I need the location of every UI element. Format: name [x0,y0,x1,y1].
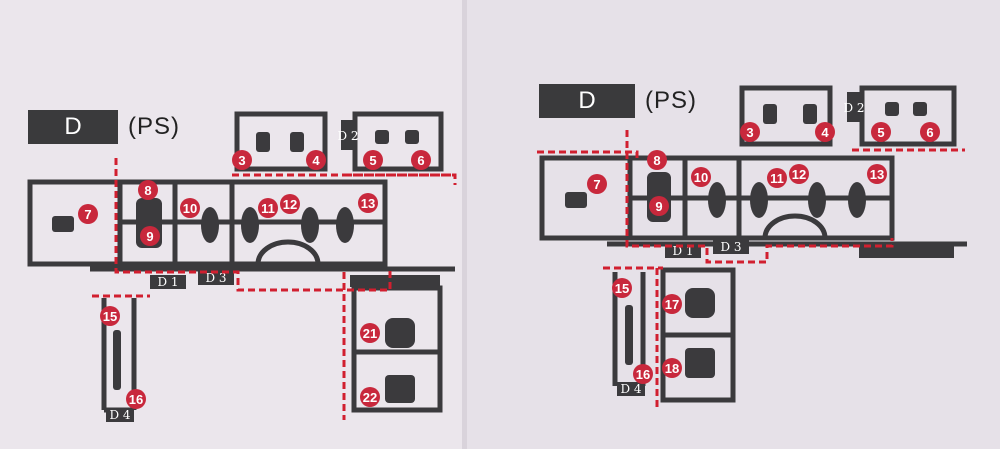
callout: 11 [261,201,275,216]
callout: 3 [238,153,245,168]
runner-arc [255,239,321,265]
callout: 11 [770,171,784,186]
sprue-letter-box: D [28,110,118,144]
runner-arc [762,213,828,239]
callout: 10 [183,201,197,216]
tag-d4: D 4 [109,408,130,422]
parts [52,130,440,403]
tag-d1: D 1 [157,275,178,289]
callouts-right: 3 4 5 6 7 8 9 10 11 12 13 15 16 17 18 [587,122,940,384]
callout: 5 [877,125,884,140]
sprue-letter-box: D [539,84,635,118]
callout: 13 [870,167,884,182]
callout: 15 [615,281,629,296]
tag-d2: D 2 [337,129,358,143]
tag-d3: D 3 [720,240,741,254]
callout: 18 [665,361,679,376]
callout: 16 [636,367,650,382]
cut-lines [92,158,457,420]
callout: 15 [103,309,117,324]
callout: 22 [363,390,377,405]
callout: 4 [312,153,320,168]
sprue-header-left: D (PS) [28,110,180,144]
callout: 21 [363,326,377,341]
callout: 9 [655,199,662,214]
sprue-diagram-right: D 2 D 1 D 3 D 4 3 4 5 6 7 8 9 10 11 [537,85,967,410]
sprue-header-right: D (PS) [539,84,697,118]
tag-d3: D 3 [205,271,226,285]
callout: 7 [84,207,91,222]
callout: 10 [694,170,708,185]
callout: 13 [361,196,375,211]
callout: 7 [593,177,600,192]
material-label: (PS) [128,113,180,140]
callouts-left: 3 4 5 6 7 8 9 10 11 12 13 15 16 21 22 [78,150,431,409]
cut-lines [537,130,965,410]
tag-d2: D 2 [843,101,864,115]
tag-d4: D 4 [620,382,641,396]
right-page: D (PS) [467,0,1000,449]
callout: 8 [144,183,151,198]
callout: 8 [653,153,660,168]
callout: 12 [283,197,297,212]
callout: 5 [369,153,376,168]
page-gutter [462,0,468,449]
sprue-tags [106,120,355,422]
material-label: (PS) [645,87,697,114]
callout: 12 [792,167,806,182]
callout: 16 [129,392,143,407]
callout: 4 [821,125,829,140]
callout: 6 [926,125,933,140]
callout: 3 [746,125,753,140]
callout: 9 [146,229,153,244]
callout: 6 [417,153,424,168]
left-page: D (PS) [0,0,463,449]
callout: 17 [665,297,679,312]
sprue-diagram-left: D 2 D 1 D 3 D 4 3 4 5 6 7 8 9 10 11 [27,111,457,422]
